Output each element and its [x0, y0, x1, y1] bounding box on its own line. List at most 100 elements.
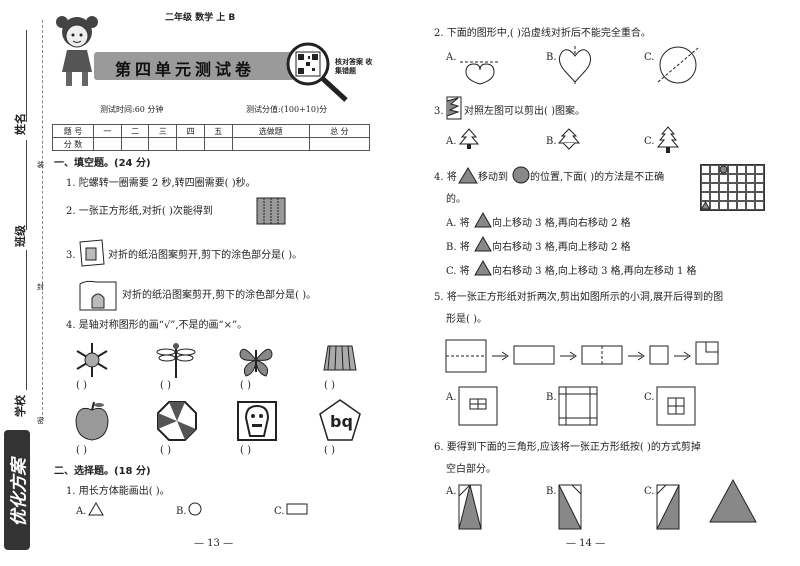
folded-figure-b-icon [79, 280, 117, 311]
choice-q1: 1. 用长方体能画出( )。 [66, 486, 170, 497]
folded-paper-icon [256, 197, 286, 225]
fill-q3b: 对折的纸沿图案剪开,剪下的涂色部分是( )。 [122, 290, 317, 301]
answer-paren[interactable]: ( ) [240, 380, 251, 391]
triangle-shape-icon [474, 236, 492, 252]
fill-q4: 4. 是轴对称图形的画“√”,不是的画“×”。 [66, 320, 248, 331]
fill-q3-num: 3. [66, 250, 76, 261]
r-q2-a[interactable]: A. [446, 52, 457, 63]
r-q4-A1[interactable]: A. 将 [446, 218, 470, 229]
r-q2: 2. 下面的图形中,( )沿虚线对折后不能完全重合。 [434, 28, 651, 39]
cut-mark-1: 装 [37, 161, 44, 169]
r-q6-opt-b[interactable]: B. [546, 486, 557, 497]
r-q4-A2: 向上移动 3 格,再向右移动 2 格 [492, 218, 631, 229]
apple-icon [75, 401, 109, 441]
rectangle-icon [286, 503, 308, 515]
r-q5-opt-a[interactable]: A. [446, 392, 457, 403]
fold-b-icon [558, 484, 582, 530]
triangle-shape-icon [458, 167, 478, 184]
target-triangle-icon [709, 478, 757, 523]
r-q6-opt-a[interactable]: A. [446, 486, 457, 497]
title-banner [94, 52, 294, 80]
answer-paren[interactable]: ( ) [324, 380, 335, 391]
tree-b-icon [558, 128, 580, 150]
r-q2-c[interactable]: C. [644, 52, 655, 63]
folding-sequence-diagram [445, 339, 719, 373]
unfold-a-icon [458, 386, 498, 426]
r-q3-num: 3. [434, 106, 444, 117]
r-q5-opt-c[interactable]: C. [644, 392, 655, 403]
grid-triangle-icon [701, 201, 710, 210]
unfold-b-icon [558, 386, 598, 426]
heart-icon [558, 46, 592, 84]
skirt-lamp-icon [323, 345, 357, 371]
answer-paren[interactable]: ( ) [240, 445, 251, 456]
r-q4-B2: 向右移动 3 格,再向上移动 2 格 [492, 242, 631, 253]
r-q3-b[interactable]: B. [546, 136, 557, 147]
r-q4-C1[interactable]: C. 将 [446, 266, 470, 277]
page-title: 第四单元测试卷 [115, 60, 256, 79]
pentagon-bq-icon [319, 399, 361, 441]
page-number-14: — 14 — [566, 538, 606, 549]
triangle-shape-icon [474, 212, 492, 228]
choice-q1-a[interactable]: A. [76, 506, 87, 517]
girl-cartoon [56, 16, 98, 86]
r-q4-d: 的。 [446, 194, 466, 205]
answer-paren[interactable]: ( ) [76, 380, 87, 391]
circle-dashed-icon [657, 46, 699, 84]
fill-q1: 1. 陀螺转一圈需要 2 秒,转四圈需要( )秒。 [66, 178, 256, 189]
r-q6-a: 6. 要得到下面的三角形,应该将一张正方形纸按( )的方式剪掉 [434, 442, 701, 453]
dragonfly-icon [156, 343, 196, 378]
circle-icon [188, 502, 202, 516]
unfold-c-icon [656, 386, 696, 426]
tree-a-icon [458, 128, 480, 149]
brand-logo: 优化方案 [4, 430, 30, 550]
answer-paren[interactable]: ( ) [160, 380, 171, 391]
folded-tree-icon [446, 96, 462, 120]
choice-q1-b[interactable]: B. [176, 506, 187, 517]
r-q3-a[interactable]: A. [446, 136, 457, 147]
triangle-icon [88, 502, 104, 516]
fill-q3a: 对折的纸沿图案剪开,剪下的涂色部分是( )。 [108, 250, 303, 261]
table-row: 分 数 [52, 137, 371, 151]
test-time: 测试时间:60 分钟 [100, 105, 164, 114]
r-q4-b: 移动到 [478, 172, 508, 183]
qr-code-icon[interactable] [284, 42, 354, 104]
heart-half-icon [460, 61, 500, 85]
r-q5-a: 5. 将一张正方形纸对折两次,剪出如图所示的小洞,展开后得到的图 [434, 292, 724, 303]
move-grid [700, 164, 765, 211]
school-label: 学校 [14, 395, 27, 417]
grid-circle-icon [719, 165, 728, 174]
r-q6-opt-c[interactable]: C. [644, 486, 655, 497]
r-q6-b: 空白部分。 [446, 464, 496, 475]
r-q3-c[interactable]: C. [644, 136, 655, 147]
r-q5-opt-b[interactable]: B. [546, 392, 557, 403]
answer-paren[interactable]: ( ) [76, 445, 87, 456]
test-score: 测试分值:(100+10)分 [246, 105, 328, 114]
qr-label: 核对答案 收集错题 [335, 58, 373, 75]
section-2-title: 二、选择题。(18 分) [54, 466, 151, 477]
r-q4-B1[interactable]: B. 将 [446, 242, 470, 253]
r-q3: 对照左图可以剪出( )图案。 [464, 106, 585, 117]
r-q2-b[interactable]: B. [546, 52, 557, 63]
triangle-shape-icon [474, 260, 492, 276]
answer-paren[interactable]: ( ) [324, 445, 335, 456]
octagon-icon [157, 401, 197, 441]
circle-shape-icon [512, 166, 530, 184]
answer-paren[interactable]: ( ) [160, 445, 171, 456]
cut-mark-3: 密 [37, 417, 44, 425]
r-q5-b: 形是( )。 [446, 314, 487, 325]
bq-text: bq [330, 412, 353, 431]
cut-mark-2: 封 [37, 283, 44, 291]
section-1-title: 一、填空题。(24 分) [54, 158, 151, 169]
binding-strip: 姓名 班级 学校 装 封 密 优化方案 [0, 0, 52, 566]
robot-face-icon [237, 401, 277, 441]
grade-label: 二年级 数学 上 B [165, 13, 236, 23]
snowflake-icon [76, 343, 108, 377]
fold-a-icon [458, 484, 482, 530]
fold-c-icon [656, 484, 680, 530]
folded-figure-a-icon [79, 239, 105, 267]
fill-q2: 2. 一张正方形纸,对折( )次能得到 [66, 206, 213, 217]
page-number-13: — 13 — [194, 538, 234, 549]
r-q4-a: 4. 将 [434, 172, 457, 183]
choice-q1-c[interactable]: C. [274, 506, 285, 517]
